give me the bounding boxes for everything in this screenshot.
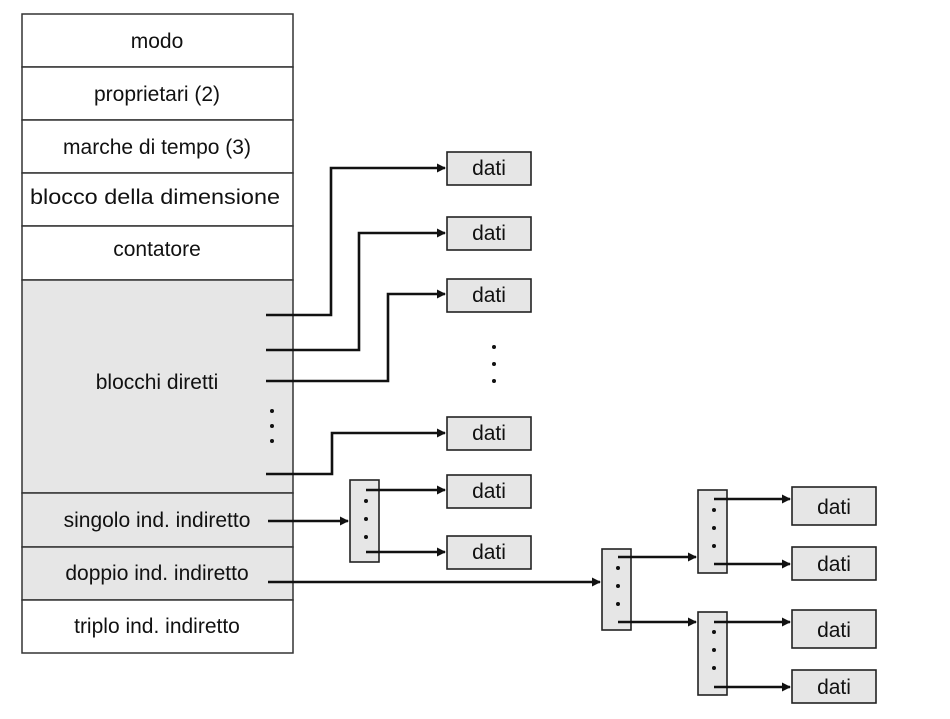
data-block-label: dati xyxy=(817,553,851,576)
single-indirect-block xyxy=(349,479,380,563)
data-block-label: dati xyxy=(472,541,506,564)
direct-pointers-ellipsis xyxy=(270,409,274,443)
data-block xyxy=(791,609,877,649)
field-blocchi-diretti-label: blocchi diretti xyxy=(96,371,219,394)
direct-arrow-4 xyxy=(266,428,446,476)
field-marche-di-tempo-label: marche di tempo (3) xyxy=(63,136,251,159)
data-block-label: dati xyxy=(472,157,506,180)
data-block xyxy=(446,278,532,313)
data-block-label: dati xyxy=(472,284,506,307)
field-doppio-ind xyxy=(21,546,294,601)
field-doppio-ind-label: doppio ind. indiretto xyxy=(65,562,248,585)
field-modo xyxy=(21,13,294,68)
field-blocchi-diretti xyxy=(21,279,294,494)
second-level-block xyxy=(697,611,728,696)
direct-arrow-3 xyxy=(266,289,446,383)
data-blocks-ellipsis xyxy=(492,345,496,383)
data-block xyxy=(446,416,532,451)
single-indirect-dots xyxy=(364,499,368,539)
direct-arrow-1 xyxy=(266,163,446,317)
inode-table: modo proprietari (2) marche di tempo (3)… xyxy=(21,13,294,654)
field-blocco-dimensione xyxy=(21,172,294,227)
data-block-label: dati xyxy=(472,422,506,445)
data-block xyxy=(446,474,532,509)
field-proprietari xyxy=(21,66,294,121)
data-block-label: dati xyxy=(472,222,506,245)
data-block xyxy=(446,151,532,186)
field-blocco-dimensione-label: blocco della dimensione xyxy=(30,186,280,209)
second-level-dots xyxy=(712,508,716,548)
data-block-label: dati xyxy=(472,480,506,503)
single-indirect: dati dati xyxy=(268,474,532,570)
field-marche-di-tempo xyxy=(21,119,294,174)
direct-arrow-2 xyxy=(266,228,446,352)
data-block-label: dati xyxy=(817,496,851,519)
field-triplo-ind-label: triplo ind. indiretto xyxy=(74,615,240,638)
double-indirect-block xyxy=(601,548,632,631)
data-block-label: dati xyxy=(817,619,851,642)
second-level-dots xyxy=(712,630,716,670)
field-triplo-ind xyxy=(21,599,294,654)
second-level-block xyxy=(697,489,728,574)
direct-data-blocks: dati dati dati dati xyxy=(446,151,532,451)
double-indirect-dots xyxy=(616,566,620,606)
data-block xyxy=(446,216,532,251)
double-indirect: dati dati dati dati xyxy=(268,486,877,704)
field-modo-label: modo xyxy=(131,30,184,53)
field-contatore-label: contatore xyxy=(113,238,201,261)
data-block xyxy=(791,669,877,704)
field-singolo-ind-label: singolo ind. indiretto xyxy=(64,509,251,532)
field-singolo-ind xyxy=(21,492,294,548)
data-block-label: dati xyxy=(817,676,851,699)
data-block xyxy=(446,535,532,570)
direct-pointer-arrows xyxy=(266,163,446,476)
data-block xyxy=(791,546,877,581)
field-proprietari-label: proprietari (2) xyxy=(94,83,220,106)
data-block xyxy=(791,486,877,526)
